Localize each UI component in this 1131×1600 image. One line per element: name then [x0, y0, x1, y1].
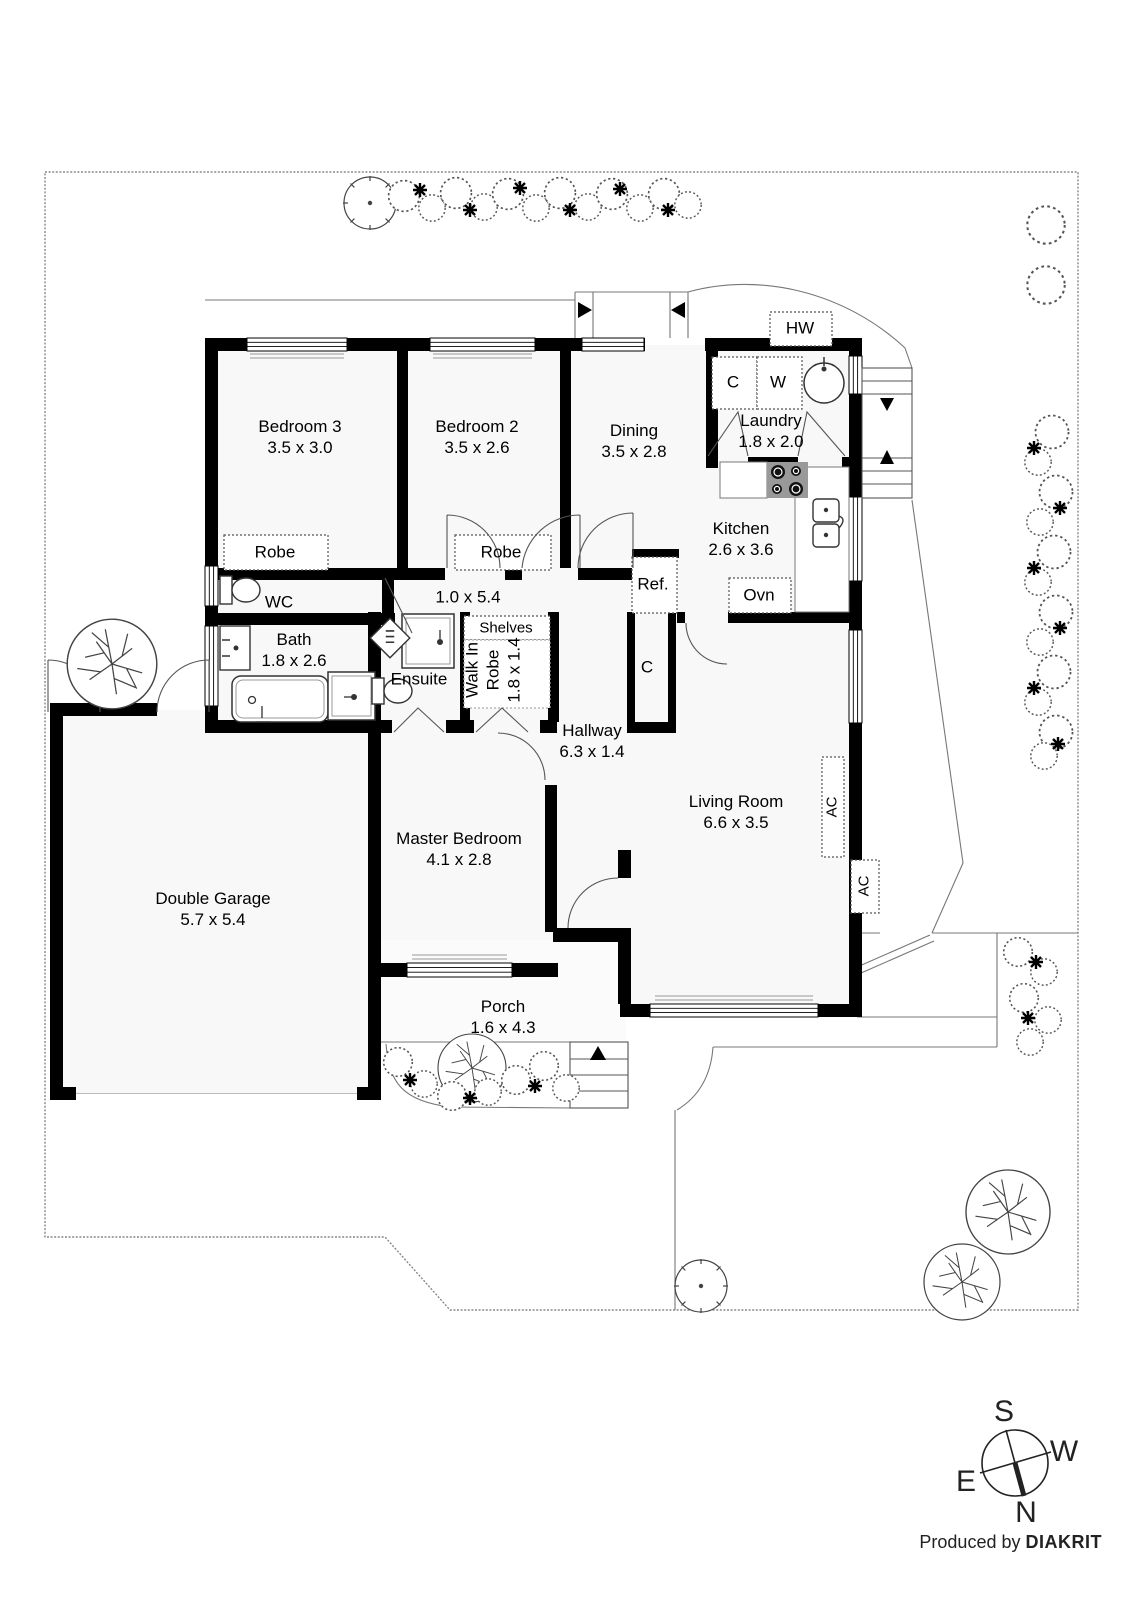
compass-north: N: [1015, 1496, 1037, 1529]
room-label-ensuite: Ensuite: [390, 669, 448, 689]
compass-south: S: [993, 1395, 1015, 1428]
credit-line: Produced by DIAKRIT: [872, 1532, 1102, 1553]
ac-outdoor-label: AC: [855, 875, 873, 897]
room-dims: 2.6 x 3.6: [708, 540, 774, 559]
brand-name: DIAKRIT: [1025, 1532, 1102, 1552]
room-name: Bedroom 2: [435, 417, 519, 436]
room-dims: 3.5 x 2.8: [601, 442, 667, 461]
hall-cupboard-label: C: [640, 657, 654, 677]
credit-text: Produced by: [919, 1532, 1021, 1552]
room-name: Porch: [480, 997, 526, 1016]
room-dims: 3.5 x 3.0: [267, 438, 333, 457]
room-name: Kitchen: [712, 519, 770, 538]
robe-bedroom3-label: Robe: [254, 542, 296, 562]
room-dims: 3.5 x 2.6: [444, 438, 510, 457]
room-dims: 4.1 x 2.8: [426, 850, 492, 869]
room-label-bedroom3: Bedroom 3 3.5 x 3.0: [258, 416, 341, 458]
room-name: Double Garage: [155, 889, 271, 908]
compass-icon: [979, 1429, 1052, 1497]
room-dims: 6.3 x 1.4: [559, 742, 625, 761]
room-name: Master Bedroom: [396, 829, 522, 848]
room-name: Bedroom 3: [258, 417, 342, 436]
room-label-porch: Porch 1.6 x 4.3: [470, 996, 535, 1038]
compass-east: E: [955, 1465, 977, 1498]
laundry-cupboard-label: C: [726, 372, 740, 392]
room-name: Walk In Robe: [462, 641, 503, 699]
room-name: Dining: [609, 421, 659, 440]
shelves-label: Shelves: [479, 619, 533, 637]
fridge-label: Ref.: [637, 574, 669, 594]
room-dims: 1.8 x 2.6: [261, 651, 327, 670]
corridor-dims: 1.0 x 5.4: [435, 587, 501, 607]
ac-indoor-label: AC: [823, 796, 841, 818]
room-label-master-bedroom: Master Bedroom 4.1 x 2.8: [396, 828, 522, 870]
room-label-walk-in-robe: Walk In Robe 1.8 x 1.4: [462, 628, 525, 712]
oven-label: Ovn: [743, 585, 775, 605]
room-label-living-room: Living Room 6.6 x 3.5: [689, 791, 784, 833]
room-dims: 5.7 x 5.4: [180, 910, 246, 929]
room-name: Bath: [276, 630, 312, 649]
room-dims: 6.6 x 3.5: [703, 813, 769, 832]
room-label-double-garage: Double Garage 5.7 x 5.4: [155, 888, 270, 930]
compass-west: W: [1049, 1435, 1079, 1468]
room-label-hallway: Hallway 6.3 x 1.4: [559, 720, 624, 762]
room-name: Hallway: [562, 721, 622, 740]
room-label-kitchen: Kitchen 2.6 x 3.6: [708, 518, 773, 560]
room-label-dining: Dining 3.5 x 2.8: [601, 420, 666, 462]
hot-water-label: HW: [785, 318, 815, 338]
room-label-wc: WC: [264, 592, 294, 612]
washer-label: W: [769, 372, 787, 392]
room-label-bedroom2: Bedroom 2 3.5 x 2.6: [435, 416, 518, 458]
room-dims: 1.8 x 1.4: [504, 637, 524, 703]
room-label-laundry: Laundry 1.8 x 2.0: [738, 410, 803, 452]
room-name: Laundry: [740, 411, 802, 430]
room-dims: 1.8 x 2.0: [738, 432, 804, 451]
room-dims: 1.6 x 4.3: [470, 1018, 536, 1037]
robe-bedroom2-label: Robe: [480, 542, 522, 562]
room-name: Living Room: [688, 792, 784, 811]
room-label-bath: Bath 1.8 x 2.6: [261, 629, 326, 671]
